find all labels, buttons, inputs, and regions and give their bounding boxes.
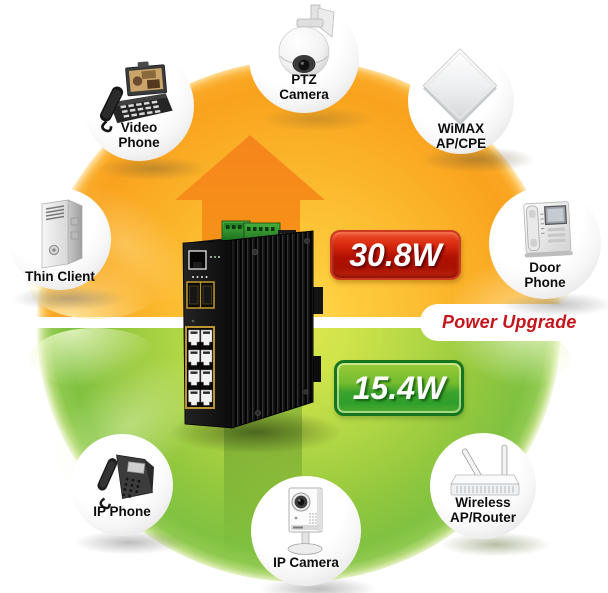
bubble-shadow (95, 156, 210, 181)
poe-switch (182, 220, 323, 429)
bubble-video-phone: Video Phone (84, 51, 194, 161)
bubble-label: Wireless AP/Router (449, 495, 516, 525)
bubble-door-phone: Door Phone (489, 187, 601, 299)
divider-glow (30, 328, 160, 388)
power-upgrade-label: Power Upgrade (442, 312, 577, 332)
power-badge-previous: 15.4W (334, 360, 464, 416)
bubble-label: Thin Client (25, 269, 95, 284)
bubble-thin-client: Thin Client (9, 188, 111, 290)
ptz-camera-icon (278, 4, 335, 78)
bubble-label: Video Phone (118, 120, 160, 150)
ip-camera-icon (287, 487, 323, 555)
power-upgrade-band: Power Upgrade (420, 304, 608, 341)
bubble-label: IP Phone (93, 504, 151, 519)
ip-phone-icon (97, 454, 154, 510)
bubble-label: IP Camera (273, 555, 339, 570)
bubble-label: WiMAX AP/CPE (435, 121, 487, 151)
bubble-wimax: WiMAX AP/CPE (408, 48, 514, 154)
thin-client-icon (40, 199, 84, 269)
bubble-ip-phone: IP Phone (71, 434, 173, 536)
bubble-ip-camera: IP Camera (251, 476, 361, 586)
bubble-ptz-camera: PTZ Camera (249, 3, 359, 113)
bubble-label: Door Phone (524, 260, 566, 290)
bubble-wireless-ap: Wireless AP/Router (430, 433, 536, 539)
wimax-panel-icon (422, 48, 498, 126)
bubble-label: PTZ Camera (279, 72, 329, 102)
wireless-ap-icon (450, 444, 520, 496)
power-badge-upgraded: 30.8W (330, 230, 461, 280)
door-phone-icon (523, 201, 573, 258)
bubble-shadow (10, 286, 128, 311)
video-phone-icon (99, 61, 173, 133)
